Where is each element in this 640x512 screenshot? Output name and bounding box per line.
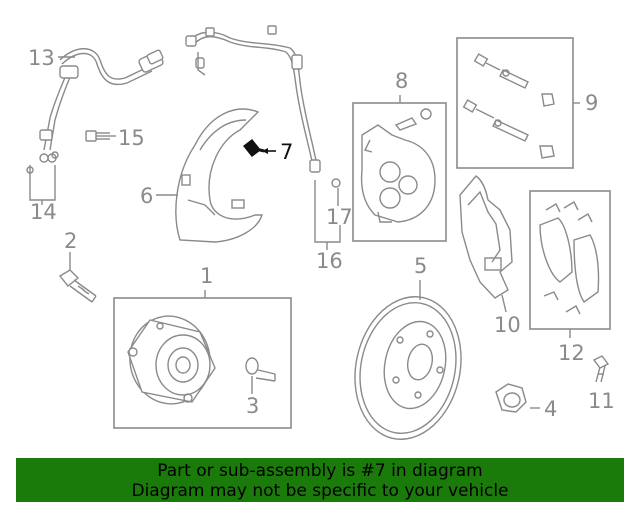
callout-4: 4 [544, 397, 557, 421]
abs-harness-center [185, 25, 341, 250]
abs-harness-left [26, 48, 164, 205]
callout-3: 3 [246, 394, 259, 418]
callout-6: 6 [140, 184, 153, 208]
banner-line-1: Part or sub-assembly is #7 in diagram [157, 461, 483, 481]
hub-box-1 [113, 290, 292, 429]
parts-diagram: 13 15 14 2 6 7 8 9 17 16 1 5 10 12 3 4 1… [26, 25, 615, 440]
dust-shield-6 [175, 108, 263, 243]
guide-pin-box-9 [456, 37, 580, 169]
callout-14: 14 [30, 200, 57, 224]
bolt-15 [85, 130, 110, 142]
bolt-11 [592, 355, 610, 383]
callout-2: 2 [64, 229, 77, 253]
callout-1: 1 [200, 264, 213, 288]
callout-15: 15 [118, 126, 145, 150]
brake-pad-box-12 [529, 190, 611, 338]
caliper-box-8 [352, 95, 447, 242]
callout-13: 13 [28, 46, 55, 70]
nut-4 [495, 383, 540, 413]
callout-16: 16 [316, 249, 343, 273]
rotor-5 [354, 280, 462, 440]
caliper-bracket-10 [459, 175, 513, 313]
info-banner: Part or sub-assembly is #7 in diagram Di… [16, 458, 624, 502]
callout-11: 11 [588, 389, 615, 413]
callout-10: 10 [494, 313, 521, 337]
callout-17: 17 [326, 205, 353, 229]
bolt-7-highlighted [243, 139, 276, 157]
bolt-2 [58, 269, 97, 303]
callout-12: 12 [558, 341, 585, 365]
callout-9: 9 [585, 91, 598, 115]
banner-line-2: Diagram may not be specific to your vehi… [131, 481, 509, 501]
callout-5: 5 [414, 254, 427, 278]
callout-8: 8 [395, 69, 408, 93]
callout-7-highlighted: 7 [280, 140, 293, 164]
